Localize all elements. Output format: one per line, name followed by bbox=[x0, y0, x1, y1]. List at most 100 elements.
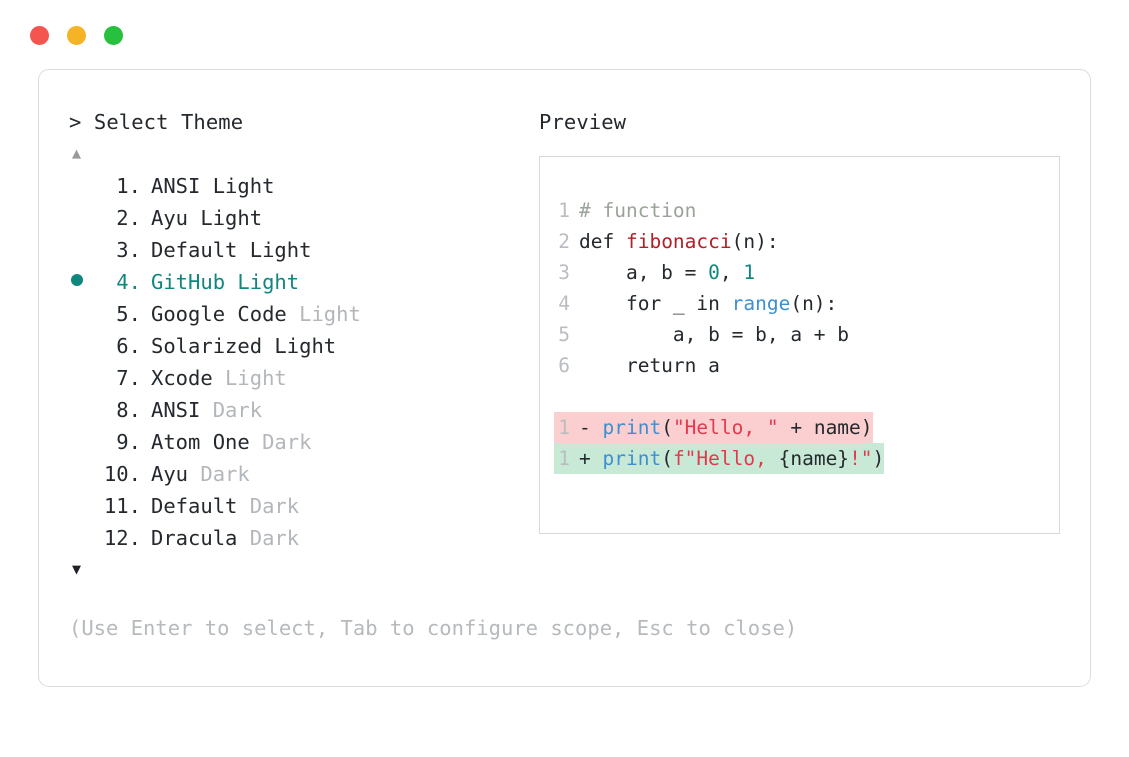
theme-name: Xcode bbox=[151, 366, 213, 390]
theme-variant: Light bbox=[225, 270, 300, 294]
theme-name: Ayu bbox=[151, 206, 189, 230]
theme-name: ANSI bbox=[151, 398, 201, 422]
code-source: # function bbox=[570, 195, 696, 226]
code-source: a, b = b, a + b bbox=[570, 319, 849, 350]
theme-list[interactable]: 1.ANSI Light 2.Ayu Light 3. Default Light… bbox=[69, 170, 539, 554]
theme-index: 4. bbox=[103, 270, 141, 294]
code-source: return a bbox=[570, 350, 720, 381]
code-token: range bbox=[731, 292, 791, 315]
theme-list-item[interactable]: 3.Default Light bbox=[69, 234, 539, 266]
scroll-down-arrow-icon[interactable]: ▼ bbox=[72, 560, 82, 578]
line-number: 6 bbox=[558, 354, 570, 377]
theme-picker-panel: > Select Theme ▲ 1.ANSI Light 2.Ayu Ligh… bbox=[38, 69, 1091, 687]
theme-variant: Light bbox=[188, 206, 263, 230]
theme-index: 8. bbox=[103, 398, 141, 422]
code-blank-line bbox=[540, 381, 1059, 412]
theme-list-item[interactable]: 4. GitHub Light bbox=[69, 266, 539, 298]
code-token: {name} bbox=[778, 447, 850, 470]
code-token: for _ in bbox=[579, 292, 732, 315]
code-source: for _ in range(n): bbox=[570, 288, 837, 319]
theme-index: 11. bbox=[103, 494, 141, 518]
window-titlebar bbox=[0, 0, 1129, 45]
theme-list-item[interactable]: 12. Dracula Dark bbox=[69, 522, 539, 554]
theme-list-item[interactable]: 2.Ayu Light bbox=[69, 202, 539, 234]
code-token: (n): bbox=[731, 230, 779, 253]
code-token: # function bbox=[579, 199, 697, 222]
diff-highlight: 1 + print(f"Hello, {name}!") bbox=[554, 443, 885, 474]
maximize-button-icon[interactable] bbox=[104, 26, 123, 45]
code-token: + name) bbox=[778, 416, 873, 439]
theme-list-item[interactable]: 8. ANSI Dark bbox=[69, 394, 539, 426]
theme-list-item[interactable]: 5. Google Code Light bbox=[69, 298, 539, 330]
theme-name: Ayu bbox=[151, 462, 189, 486]
code-token: a, b = b, a + b bbox=[579, 323, 850, 346]
theme-variant: Dark bbox=[200, 398, 263, 422]
theme-index: 9. bbox=[103, 430, 141, 454]
code-token: , bbox=[719, 261, 744, 284]
theme-index: 7. bbox=[103, 366, 141, 390]
code-token: "Hello, " bbox=[672, 416, 779, 439]
code-token: f"Hello, bbox=[672, 447, 779, 470]
code-token: 1 bbox=[743, 261, 756, 284]
code-token: print bbox=[602, 447, 662, 470]
theme-name: Dracula bbox=[151, 526, 238, 550]
keyboard-hint: (Use Enter to select, Tab to configure s… bbox=[69, 616, 798, 640]
theme-variant: Dark bbox=[249, 430, 312, 454]
line-number: 2 bbox=[558, 230, 570, 253]
code-token: ( bbox=[661, 447, 673, 470]
theme-name: Solarized bbox=[151, 334, 263, 358]
theme-index: 5. bbox=[103, 302, 141, 326]
select-theme-prompt: > Select Theme bbox=[69, 110, 244, 134]
diff-marker: - bbox=[579, 416, 603, 439]
theme-variant: Light bbox=[262, 334, 337, 358]
theme-list-item[interactable]: 7. Xcode Light bbox=[69, 362, 539, 394]
theme-index: 6. bbox=[103, 334, 141, 358]
theme-name: GitHub bbox=[151, 270, 226, 294]
code-token: ) bbox=[872, 447, 885, 470]
theme-name: Atom One bbox=[151, 430, 250, 454]
theme-index: 10. bbox=[103, 462, 141, 486]
line-number: 3 bbox=[558, 261, 570, 284]
theme-list-item[interactable]: 9. Atom One Dark bbox=[69, 426, 539, 458]
code-token: (n): bbox=[790, 292, 838, 315]
diff-line-del: 1- print("Hello, " + name) bbox=[540, 412, 1059, 443]
theme-name: Default bbox=[151, 494, 238, 518]
line-number: 4 bbox=[558, 292, 570, 315]
close-button-icon[interactable] bbox=[30, 26, 49, 45]
selected-bullet-icon bbox=[71, 274, 83, 286]
theme-variant: Dark bbox=[237, 526, 300, 550]
theme-list-item[interactable]: 1.ANSI Light bbox=[69, 170, 539, 202]
diff-marker: + bbox=[579, 447, 603, 470]
theme-variant: Light bbox=[286, 302, 361, 326]
panel-columns: > Select Theme ▲ 1.ANSI Light 2.Ayu Ligh… bbox=[69, 108, 1060, 642]
theme-variant: Light bbox=[212, 366, 287, 390]
code-token: fibonacci bbox=[625, 230, 732, 253]
theme-variant: Light bbox=[200, 174, 275, 198]
theme-list-item[interactable]: 11.Default Dark bbox=[69, 490, 539, 522]
minimize-button-icon[interactable] bbox=[67, 26, 86, 45]
diff-line-add: 1 + print(f"Hello, {name}!") bbox=[540, 443, 1059, 474]
theme-name: ANSI bbox=[151, 174, 201, 198]
theme-list-item[interactable]: 6. Solarized Light bbox=[69, 330, 539, 362]
code-line: 5 a, b = b, a + b bbox=[540, 319, 1059, 350]
code-token: a, b = bbox=[579, 261, 709, 284]
theme-index: 12. bbox=[103, 526, 141, 550]
code-token: !" bbox=[849, 447, 873, 470]
code-source: print(f"Hello, {name}!") bbox=[602, 443, 884, 474]
theme-name: Default bbox=[151, 238, 238, 262]
theme-variant: Dark bbox=[188, 462, 250, 486]
line-number: 1 bbox=[558, 447, 570, 470]
code-source: def fibonacci(n): bbox=[570, 226, 779, 257]
theme-list-item[interactable]: 10. Ayu Dark bbox=[69, 458, 539, 490]
code-line: 4 for _ in range(n): bbox=[540, 288, 1059, 319]
theme-name: Google Code bbox=[151, 302, 287, 326]
code-token: ( bbox=[661, 416, 673, 439]
theme-index: 3. bbox=[103, 238, 141, 262]
scroll-up-arrow-icon[interactable]: ▲ bbox=[72, 144, 82, 162]
line-number: 1 bbox=[558, 199, 570, 222]
line-number: 5 bbox=[558, 323, 570, 346]
code-token: print bbox=[602, 416, 662, 439]
